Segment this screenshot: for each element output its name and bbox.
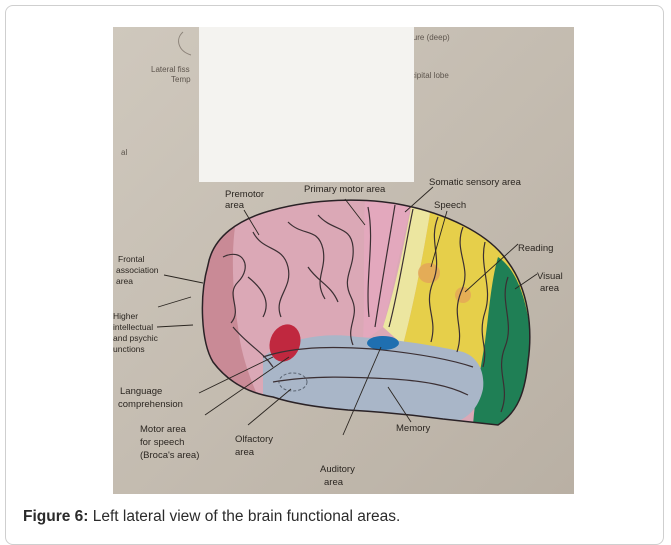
label-frontal-line1: Frontal bbox=[118, 254, 145, 264]
figure-caption: Figure 6: Left lateral view of the brain… bbox=[23, 508, 643, 526]
label-higher-line2: intellectual bbox=[113, 322, 153, 332]
label-olfactory-line1: Olfactory bbox=[235, 434, 273, 445]
brain-figure-photo: issure (deep) Lateral fiss Temp cipital … bbox=[113, 27, 574, 494]
reading-spot bbox=[455, 287, 471, 303]
label-premotor-line2: area bbox=[225, 200, 245, 211]
label-auditory-line1: Auditory bbox=[320, 464, 355, 475]
label-primary-motor: Primary motor area bbox=[304, 184, 386, 195]
label-motor-speech-line3: (Broca's area) bbox=[140, 450, 199, 461]
caption-label: Figure 6: bbox=[23, 508, 88, 525]
auditory-spot bbox=[367, 336, 399, 350]
label-higher-line4: unctions bbox=[113, 344, 145, 354]
label-frontal-line3: area bbox=[116, 276, 133, 286]
label-higher-line3: and psychic bbox=[113, 333, 159, 343]
faint-side-text: al bbox=[121, 148, 127, 157]
faint-lateral-text: Lateral fiss bbox=[151, 65, 190, 74]
label-language-line2: comprehension bbox=[118, 399, 183, 410]
label-olfactory-line2: area bbox=[235, 447, 255, 458]
label-visual-line1: Visual bbox=[537, 271, 563, 282]
label-language-line1: Language bbox=[120, 386, 162, 397]
label-auditory-line2: area bbox=[324, 477, 344, 488]
label-premotor-line1: Premotor bbox=[225, 189, 264, 200]
label-memory: Memory bbox=[396, 423, 431, 434]
label-speech: Speech bbox=[434, 200, 466, 211]
label-visual-line2: area bbox=[540, 283, 560, 294]
label-frontal-line2: association bbox=[116, 265, 159, 275]
label-higher-line1: Higher bbox=[113, 311, 138, 321]
label-motor-speech-line2: for speech bbox=[140, 437, 184, 448]
label-somatic-sensory: Somatic sensory area bbox=[429, 177, 522, 188]
caption-text: Left lateral view of the brain functiona… bbox=[88, 508, 400, 525]
label-reading: Reading bbox=[518, 243, 553, 254]
faint-temp-text: Temp bbox=[171, 75, 191, 84]
label-motor-speech-line1: Motor area bbox=[140, 424, 187, 435]
paper-sticker bbox=[199, 27, 414, 182]
faint-occipital-text: cipital lobe bbox=[411, 71, 449, 80]
